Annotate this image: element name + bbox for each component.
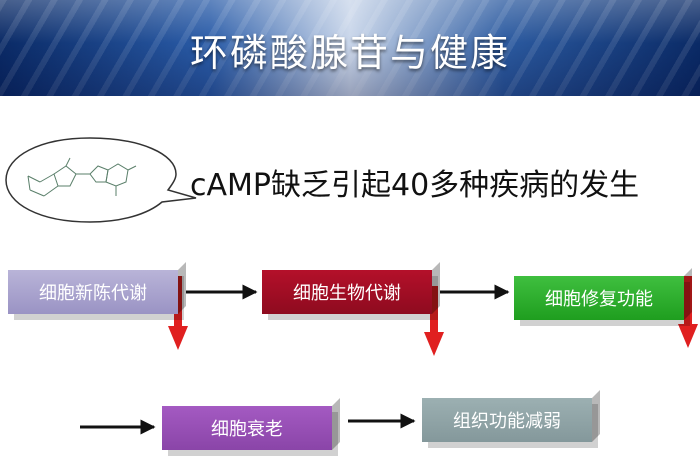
page-title: 环磷酸腺苷与健康 bbox=[189, 31, 510, 75]
box-cell-repair-function: 细胞修复功能 bbox=[514, 276, 684, 320]
box-cell-biological-metabolism: 细胞生物代谢 bbox=[262, 270, 432, 314]
headline: cAMP缺乏引起40多种疾病的发生 bbox=[190, 168, 640, 203]
camp-molecule-bubble bbox=[5, 137, 197, 223]
camp-structure-icon bbox=[27, 157, 137, 197]
banner-sheen bbox=[0, 0, 700, 96]
speech-bubble-shape bbox=[5, 137, 197, 223]
title-banner: 环磷酸腺苷与健康 bbox=[0, 0, 700, 96]
box-tissue-function-decline: 组织功能减弱 bbox=[422, 398, 592, 442]
box-cell-aging: 细胞衰老 bbox=[162, 406, 332, 450]
box-cell-metabolism: 细胞新陈代谢 bbox=[8, 270, 178, 314]
